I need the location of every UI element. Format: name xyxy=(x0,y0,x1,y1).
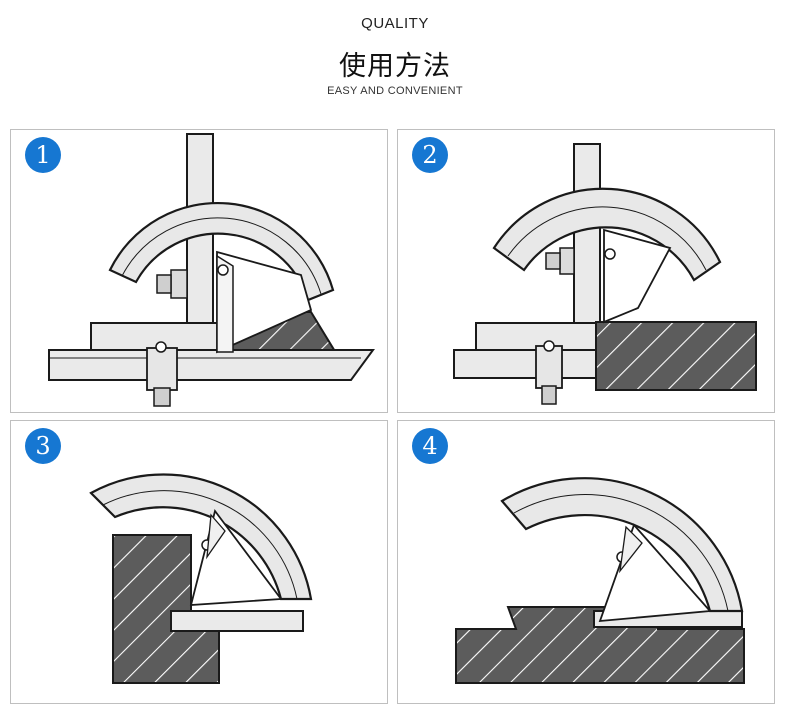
usage-step-panel-1: 1 xyxy=(10,129,388,413)
quality-heading: QUALITY xyxy=(361,15,429,32)
step-number-badge: 2 xyxy=(412,137,448,173)
step-number-badge: 4 xyxy=(412,428,448,464)
page-title: 使用方法 xyxy=(339,51,451,82)
protractor-illustration-1 xyxy=(48,133,375,407)
step-number-badge: 1 xyxy=(25,137,61,173)
protractor-illustration-3 xyxy=(89,473,313,684)
step-number-badge: 3 xyxy=(25,428,61,464)
protractor-illustration-4 xyxy=(455,477,745,684)
usage-step-panel-3: 3 xyxy=(10,420,388,704)
usage-step-panel-4: 4 xyxy=(397,420,775,704)
page-subtitle: EASY AND CONVENIENT xyxy=(327,85,463,97)
protractor-illustration-2 xyxy=(453,143,757,405)
usage-step-panel-2: 2 xyxy=(397,129,775,413)
